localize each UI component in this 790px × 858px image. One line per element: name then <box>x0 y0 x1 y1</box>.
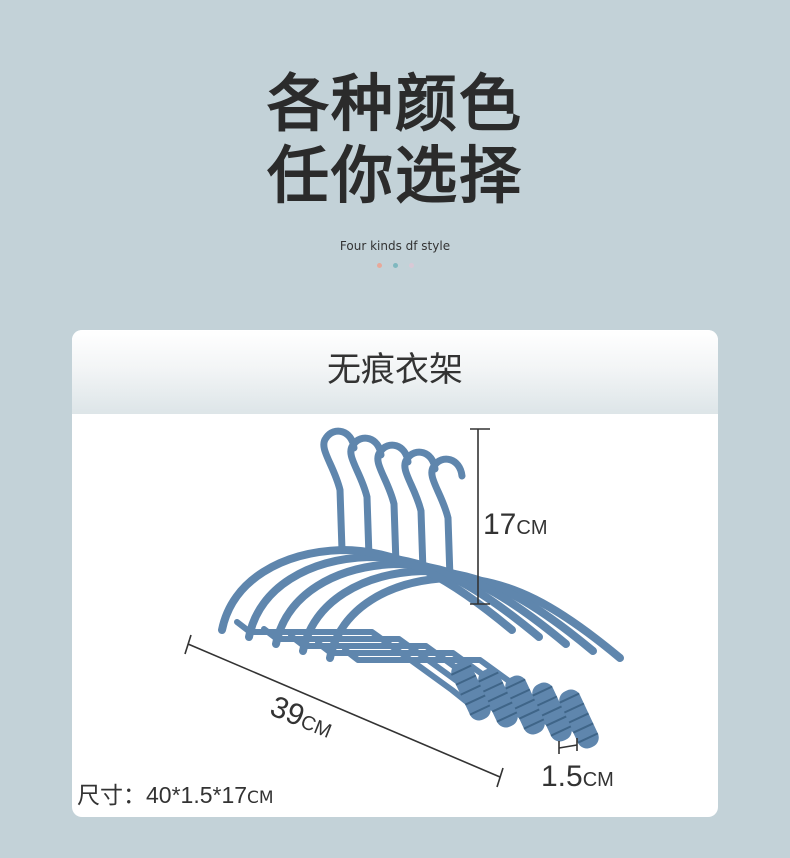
hanger-grip-ridge <box>568 712 589 724</box>
hanger-grip-ridge <box>572 722 594 734</box>
hanger-hook <box>428 455 466 582</box>
hanger-grip-ridge <box>482 681 504 693</box>
product-card: 无痕衣架 <box>72 330 718 817</box>
hanger-grip-ridge <box>469 704 491 716</box>
subtitle: Four kinds df style <box>339 239 451 253</box>
hanger-illustration <box>184 427 624 788</box>
size-spec: 尺寸：40*1.5*17CM <box>77 776 274 810</box>
headline: 各种颜色 任你选择 <box>0 68 790 212</box>
hanger-grip-ridge <box>558 692 580 704</box>
card-header: 无痕衣架 <box>72 330 718 414</box>
size-spec-value: 40*1.5*17 <box>146 782 248 808</box>
hanger-grip-ridge <box>545 715 567 727</box>
height-value: 17 <box>483 508 517 541</box>
hanger-grip-ridge <box>531 685 553 697</box>
hanger <box>218 427 516 721</box>
size-spec-label: 尺寸： <box>77 783 146 809</box>
depth-value: 1.5 <box>541 760 583 793</box>
size-spec-unit: CM <box>247 788 274 808</box>
hanger-grip-ridge <box>550 725 572 737</box>
hanger <box>299 448 597 742</box>
hanger-grip-ridge <box>496 711 518 723</box>
height-unit: CM <box>516 517 548 539</box>
height-dimension-line <box>470 428 490 605</box>
hanger-bar <box>234 619 470 705</box>
hanger-grip-ridge <box>541 705 562 717</box>
headline-line-2: 任你选择 <box>266 139 523 212</box>
hanger-grip-ridge <box>477 671 499 683</box>
hanger-grip-ridge <box>509 688 531 700</box>
hanger-grip-ridge <box>563 702 585 714</box>
color-dots <box>375 263 417 269</box>
color-dot-pink <box>409 263 414 268</box>
card-title: 无痕衣架 <box>327 350 463 390</box>
hanger-hook <box>320 427 358 554</box>
hanger-grip-ridge <box>487 691 508 703</box>
hanger-grip-ridge <box>464 694 486 706</box>
hanger-grip-ridge <box>514 698 535 710</box>
headline-line-1: 各种颜色 <box>266 67 523 140</box>
hanger-grip-ridge <box>536 695 558 707</box>
hanger-grip-ridge <box>504 678 526 690</box>
depth-label: 1.5CM <box>541 760 614 794</box>
hanger-grip-ridge <box>523 718 545 730</box>
color-dot-coral <box>377 263 382 268</box>
width-dimension-line <box>184 634 504 788</box>
height-label: 17CM <box>483 508 547 542</box>
hanger-grip-ridge <box>491 701 513 713</box>
hangers-group <box>218 427 624 749</box>
hanger-grip-ridge <box>455 674 477 686</box>
hanger-grip-ridge <box>577 732 599 744</box>
hanger-grip-ridge <box>460 684 481 696</box>
depth-unit: CM <box>582 769 614 791</box>
color-dot-teal <box>393 263 398 268</box>
hanger-grip-ridge <box>450 664 472 676</box>
hanger-grip-ridge <box>518 708 540 720</box>
depth-dimension-line <box>558 738 578 754</box>
